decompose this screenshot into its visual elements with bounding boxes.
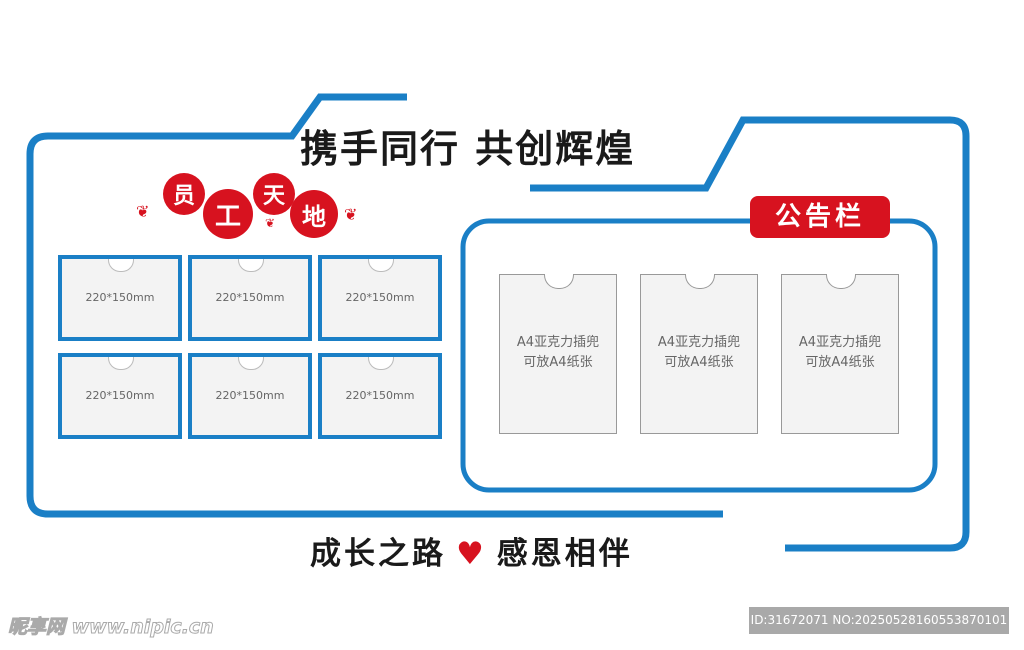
- slogan: 成长之路 ♥感恩相伴: [310, 528, 633, 573]
- photo-card: 220*150mm: [188, 255, 312, 341]
- pocket-text: 可放A4纸张: [664, 355, 734, 370]
- page-title: 携手同行 共创辉煌: [300, 127, 636, 171]
- slogan-left: 成长之路: [310, 536, 446, 572]
- photo-card: 220*150mm: [318, 255, 442, 341]
- card-size-label: 220*150mm: [85, 291, 155, 304]
- photo-card: 220*150mm: [318, 353, 442, 439]
- pocket-text: A4亚克力插兜: [516, 335, 600, 350]
- photo-card: 220*150mm: [188, 353, 312, 439]
- notice-board-label: 公告栏: [750, 196, 890, 238]
- heart-icon: ♥: [456, 536, 487, 572]
- photo-card: 220*150mm: [58, 353, 182, 439]
- slogan-right: 感恩相伴: [496, 536, 633, 572]
- butterfly-icon: ❦: [136, 202, 150, 221]
- card-size-label: 220*150mm: [345, 389, 415, 402]
- photo-card: 220*150mm: [58, 255, 182, 341]
- watermark-logo: 昵享网 www.nipic.cn: [8, 616, 215, 639]
- pocket-text: 可放A4纸张: [805, 355, 875, 370]
- pocket-text: 可放A4纸张: [523, 355, 593, 370]
- butterfly-icon: ❦: [265, 216, 276, 230]
- card-size-label: 220*150mm: [345, 291, 415, 304]
- a4-pocket: A4亚克力插兜可放A4纸张: [499, 274, 617, 434]
- pocket-text: A4亚克力插兜: [657, 335, 741, 350]
- staff-char: 工: [203, 189, 253, 239]
- pocket-text: A4亚克力插兜: [798, 335, 882, 350]
- a4-pocket: A4亚克力插兜可放A4纸张: [640, 274, 758, 434]
- staff-char: 员: [163, 173, 205, 215]
- card-size-label: 220*150mm: [215, 291, 285, 304]
- butterfly-icon: ❦: [344, 205, 358, 224]
- card-size-label: 220*150mm: [85, 389, 155, 402]
- a4-pocket: A4亚克力插兜可放A4纸张: [781, 274, 899, 434]
- staff-char: 天: [253, 173, 295, 215]
- card-size-label: 220*150mm: [215, 389, 285, 402]
- staff-char: 地: [290, 190, 338, 238]
- image-id-badge: ID:31672071 NO:20250528160553870101: [749, 607, 1009, 634]
